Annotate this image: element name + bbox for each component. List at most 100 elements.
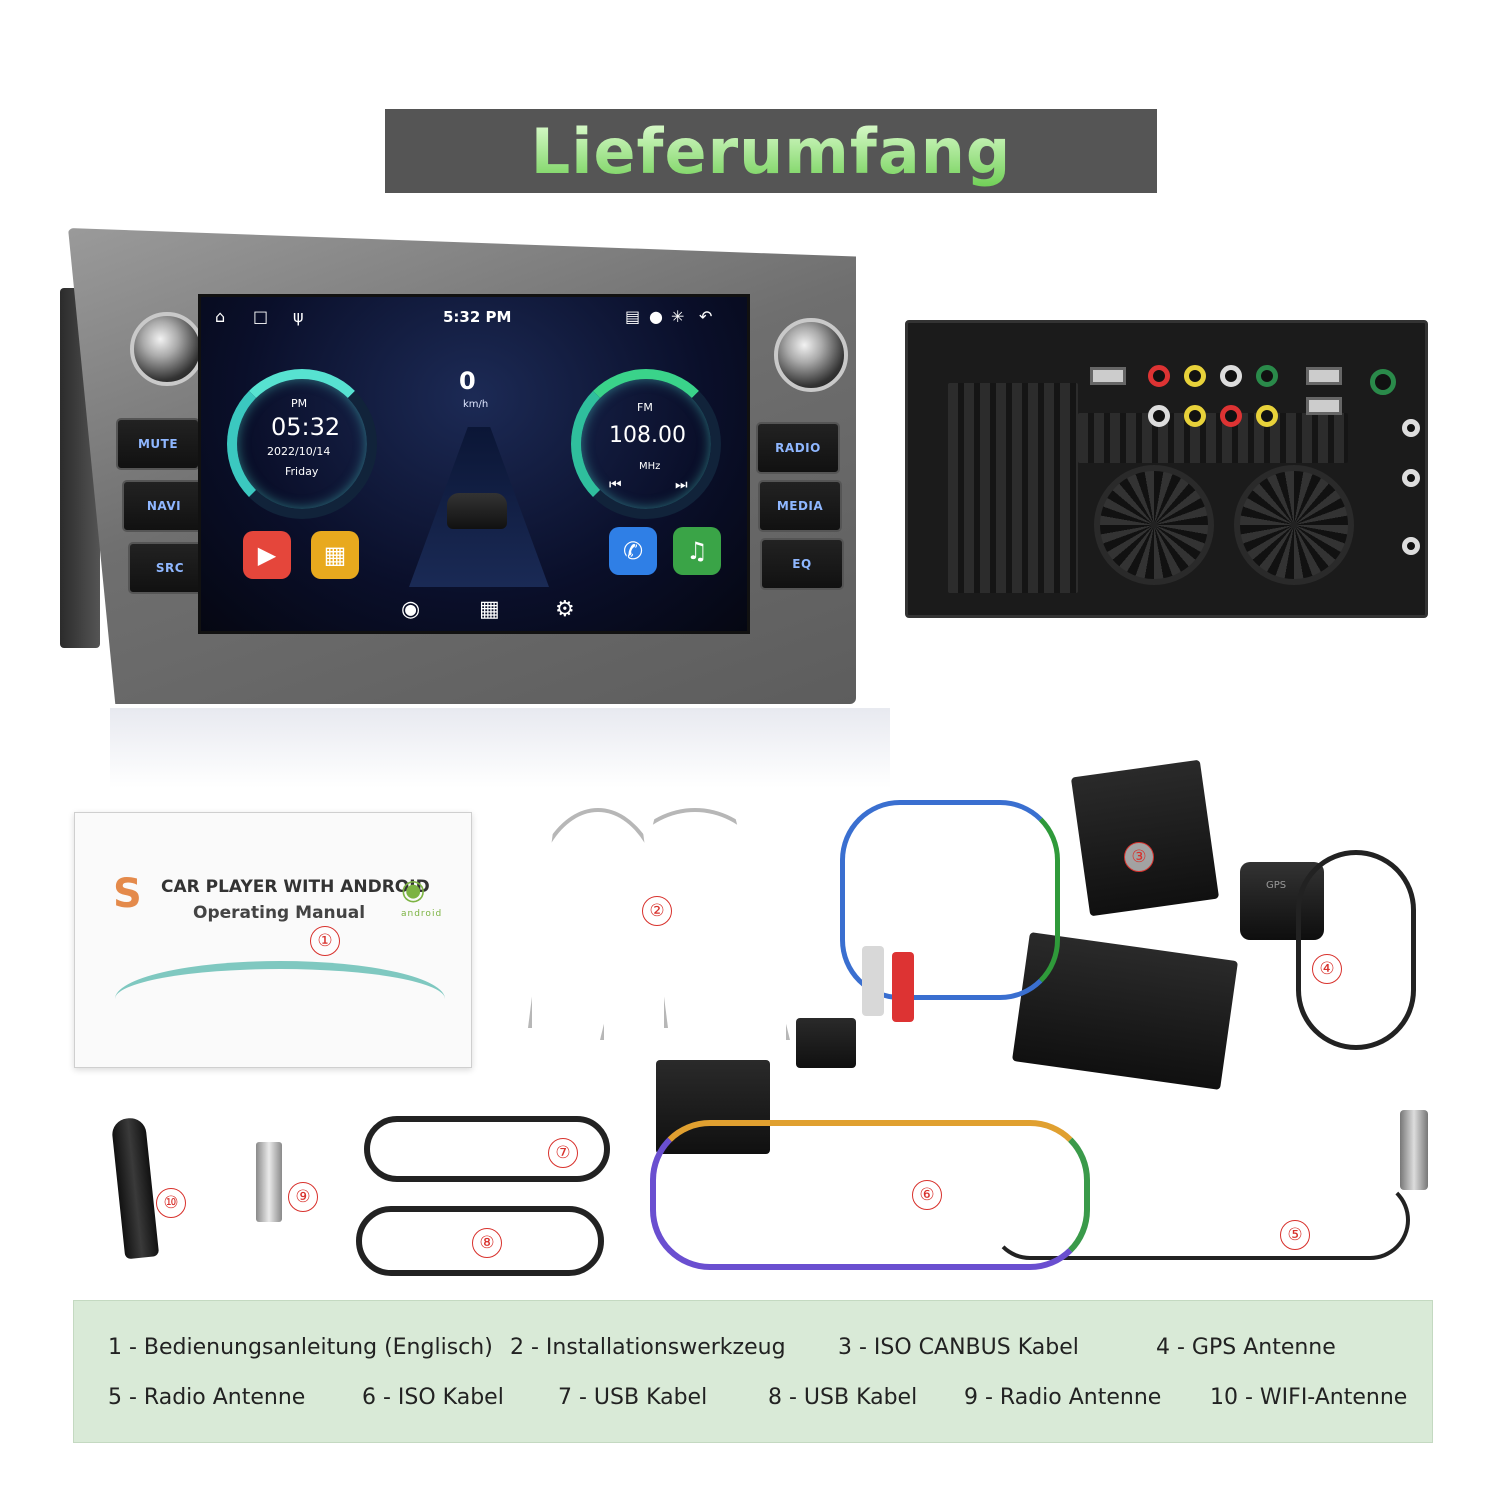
- clock-date: 2022/10/14: [267, 445, 331, 458]
- legend-item-4: 4 - GPS Antenne: [1156, 1335, 1336, 1360]
- legend-item-8: 8 - USB Kabel: [768, 1385, 918, 1410]
- media-button[interactable]: MEDIA: [758, 480, 842, 532]
- home-icon[interactable]: ⌂: [215, 307, 226, 326]
- item-marker-3: ③: [1124, 842, 1154, 872]
- radio-antenna-cable: [990, 1180, 1410, 1260]
- rca-jack: [1148, 365, 1170, 387]
- gps-cable: [1296, 850, 1416, 1050]
- manual-title: CAR PLAYER WITH ANDROID: [161, 877, 430, 897]
- back-panel-grill-top: [1078, 413, 1348, 463]
- recent-apps-icon[interactable]: □: [253, 307, 269, 326]
- rca-jack: [1256, 405, 1278, 427]
- rca-plug-red: [892, 952, 914, 1022]
- settings-gear-icon[interactable]: ⚙: [555, 597, 575, 622]
- cooling-fan-left: [1094, 465, 1214, 585]
- canbus-connector: [1070, 759, 1220, 917]
- iso-plug: [796, 1018, 856, 1068]
- manual-logo-icon: S: [113, 871, 142, 917]
- contents-legend: 1 - Bedienungsanleitung (Englisch) 2 - I…: [73, 1300, 1433, 1443]
- eq-button[interactable]: EQ: [760, 538, 844, 590]
- status-time: 5:32 PM: [443, 308, 512, 326]
- legend-item-1: 1 - Bedienungsanleitung (Englisch): [108, 1335, 493, 1360]
- status-bar: ⌂ □ ψ 5:32 PM ▤ ● ✳ ↶: [201, 297, 747, 337]
- head-unit-front: MUTE NAVI SRC RADIO MEDIA EQ ⌂ □ ψ 5:32 …: [60, 228, 890, 788]
- speed-unit: km/h: [463, 399, 489, 410]
- rca-jack: [1256, 365, 1278, 387]
- item-marker-6: ⑥: [912, 1180, 942, 1210]
- usb-icon: ψ: [293, 307, 304, 326]
- head-unit-reflection: [110, 708, 890, 788]
- clock-gauge: [227, 369, 377, 519]
- usb-cable-2: [356, 1206, 604, 1276]
- legend-item-10: 10 - WIFI-Antenne: [1210, 1385, 1408, 1410]
- gps-label: GPS: [1266, 880, 1287, 891]
- title-banner: Lieferumfang: [385, 109, 1157, 193]
- cooling-fan-right: [1234, 465, 1354, 585]
- legend-item-9: 9 - Radio Antenne: [964, 1385, 1162, 1410]
- speed-value: 0: [459, 367, 476, 395]
- phone-app-icon[interactable]: ✆: [609, 527, 657, 575]
- head-unit-screen: ⌂ □ ψ 5:32 PM ▤ ● ✳ ↶ 0 km/h PM 05:32 20…: [198, 294, 750, 634]
- radio-frequency: 108.00: [609, 423, 686, 448]
- car-graphic: [447, 493, 507, 529]
- legend-item-5: 5 - Radio Antenne: [108, 1385, 306, 1410]
- radio-button[interactable]: RADIO: [756, 422, 840, 474]
- rca-plug-white: [862, 946, 884, 1016]
- radio-prev-icon[interactable]: ⏮: [609, 477, 622, 493]
- manual-car-graphic: [115, 961, 445, 1037]
- bluetooth-icon: ✳: [671, 307, 685, 326]
- rca-jack: [1184, 405, 1206, 427]
- item-marker-2: ②: [642, 896, 672, 926]
- usb-port-left: [1090, 367, 1126, 385]
- usb-cable-1: [364, 1116, 610, 1182]
- clock-time: 05:32: [271, 413, 341, 441]
- item-marker-8: ⑧: [472, 1228, 502, 1258]
- clock-ampm: PM: [291, 397, 308, 410]
- radio-antenna-plug: [1400, 1110, 1428, 1190]
- canbus-wires: [840, 800, 1060, 1000]
- mute-button[interactable]: MUTE: [116, 418, 200, 470]
- radio-antenna-adapter: [256, 1142, 282, 1222]
- item-marker-5: ⑤: [1280, 1220, 1310, 1250]
- usb-port-right-1: [1306, 367, 1342, 385]
- clock-day: Friday: [285, 465, 319, 478]
- dab-jack: [1402, 537, 1420, 555]
- usb-port-right-2: [1306, 397, 1342, 415]
- music-app-icon[interactable]: ♫: [673, 527, 721, 575]
- iso-wires: [650, 1120, 1090, 1270]
- back-icon[interactable]: ↶: [699, 307, 713, 326]
- cast-icon: ▤: [625, 307, 641, 326]
- gps-jack: [1402, 419, 1420, 437]
- wifi-antenna: [110, 1116, 160, 1260]
- navi-button[interactable]: NAVI: [122, 480, 206, 532]
- antenna-jack: [1370, 369, 1396, 395]
- android-logo-icon: ◉: [401, 873, 426, 906]
- legend-item-7: 7 - USB Kabel: [558, 1385, 708, 1410]
- item-marker-9: ⑨: [288, 1182, 318, 1212]
- apps-grid-icon[interactable]: ▦: [479, 597, 500, 622]
- head-unit-back-panel: [905, 320, 1428, 618]
- rca-jack: [1220, 365, 1242, 387]
- legend-item-3: 3 - ISO CANBUS Kabel: [838, 1335, 1079, 1360]
- back-panel-grill-left: [948, 383, 1078, 593]
- navigation-icon[interactable]: ◉: [401, 597, 421, 622]
- item-marker-1: ①: [310, 926, 340, 956]
- rca-jack: [1148, 405, 1170, 427]
- item-marker-4: ④: [1312, 954, 1342, 984]
- rca-jack: [1184, 365, 1206, 387]
- item-marker-7: ⑦: [548, 1138, 578, 1168]
- rca-jack: [1220, 405, 1242, 427]
- manual-subtitle: Operating Manual: [193, 903, 366, 923]
- radio-next-icon[interactable]: ⏭: [675, 477, 688, 493]
- tune-knob[interactable]: [774, 318, 848, 392]
- operating-manual: S CAR PLAYER WITH ANDROID Operating Manu…: [74, 812, 472, 1068]
- radio-gauge: [571, 369, 721, 519]
- location-icon: ●: [649, 307, 663, 326]
- volume-knob[interactable]: [130, 312, 204, 386]
- radio-app-icon[interactable]: ▦: [311, 531, 359, 579]
- video-app-icon[interactable]: ▶: [243, 531, 291, 579]
- page-title: Lieferumfang: [530, 114, 1012, 188]
- android-label: android: [401, 909, 443, 919]
- wifi-jack: [1402, 469, 1420, 487]
- radio-unit: MHz: [639, 461, 661, 472]
